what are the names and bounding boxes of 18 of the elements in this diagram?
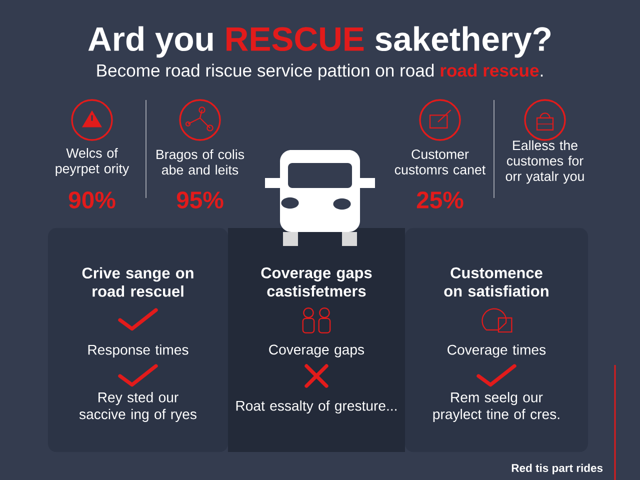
stat-text: Ealless the customes for orr yatalr you (506, 140, 584, 184)
stat-percent: 95% (176, 192, 224, 208)
panel-heading: Coverage gaps castisfetmers (261, 267, 372, 297)
panel-text: Response times (88, 344, 188, 358)
panel-text: Rem seelg our praylect tine of cres. (433, 392, 560, 422)
panel-heading: Crive sange on road rescuel (82, 267, 194, 297)
stat-text: Bragos of colis abe and leits (156, 149, 244, 175)
stat-text: Customer customrs canet (394, 150, 486, 174)
stat-text: Welcs of peyrpet ority (56, 148, 130, 176)
title: Ard you RESCUE sakethery? (88, 26, 550, 58)
footer-text: Red tis part rides (512, 464, 603, 474)
stat-percent: 25% (416, 192, 464, 208)
panel-text: Coverage gaps (269, 344, 364, 358)
subtitle: Become road riscue service pattion on road road rescue. (97, 64, 543, 80)
panel-text: Rey sted our saccive ing of ryes (79, 392, 196, 422)
panel-text: Roat essalty of gresture... (236, 400, 396, 414)
panel-text: Coverage times (448, 344, 546, 358)
panel-heading: Customence on satisfiation (444, 267, 548, 297)
